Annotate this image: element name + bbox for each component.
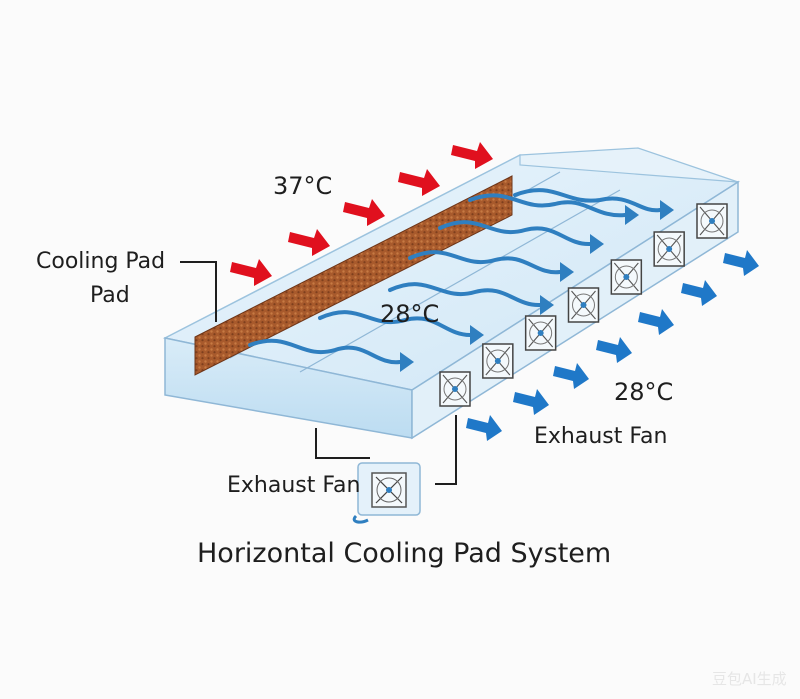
cooling-pad-label-line2: Pad: [90, 283, 130, 308]
airflow-arrowheads: [400, 200, 674, 372]
airflow-wave-icon: [318, 310, 472, 337]
airflow-wave-icon: [408, 250, 562, 275]
fan-icon: [567, 287, 600, 323]
exhaust-fan-label-bottom: Exhaust Fan: [227, 473, 360, 498]
inlet-temperature-label: 37°C: [273, 172, 332, 200]
housing-leader: [315, 428, 370, 459]
cool-air-arrow-icon: [466, 415, 502, 441]
cool-air-arrow-icon: [638, 309, 674, 335]
inside-temperature-label: 28°C: [380, 300, 439, 328]
exhaust-fan-unit: [352, 462, 421, 524]
airflow-wave-icon: [468, 193, 627, 218]
fan-leader: [435, 415, 457, 485]
cool-air-arrow-icon: [596, 337, 632, 363]
cooling-pad: [194, 175, 513, 376]
fan-icon: [375, 476, 403, 504]
hot-air-arrow-icon: [230, 259, 272, 286]
diagram-title: Horizontal Cooling Pad System: [197, 538, 611, 569]
cooling-pad-leader: [180, 261, 217, 322]
outlet-temperature-label: 28°C: [614, 378, 673, 406]
fan-icon: [439, 371, 471, 407]
fan-icon: [696, 203, 728, 239]
watermark: 豆包AI生成: [712, 670, 787, 688]
housing-inner-line: [299, 189, 621, 373]
fan-icon: [653, 231, 685, 267]
cool-air-arrow-icon: [513, 389, 549, 415]
cool-air-arrow-icon: [723, 250, 759, 276]
fan-icon: [482, 343, 514, 379]
hot-air-arrows: [230, 142, 493, 286]
hot-air-arrow-icon: [288, 229, 330, 256]
hot-air-arrow-icon: [343, 199, 385, 226]
exhaust-fan-label-right: Exhaust Fan: [534, 424, 667, 449]
fan-icon: [524, 315, 557, 351]
airflow-wave-icon: [248, 338, 402, 365]
hot-air-arrow-icon: [398, 169, 440, 196]
cool-air-arrows: [466, 250, 759, 441]
airflow-wave-icon: [513, 188, 662, 213]
fan-icon: [610, 259, 643, 295]
airflow-waves: [248, 188, 662, 365]
airflow-wave-icon: [438, 220, 592, 247]
airflow-wave-icon: [388, 282, 542, 308]
cooling-pad-label: Cooling Pad: [36, 249, 165, 274]
fan-row: [439, 203, 728, 407]
hot-air-arrow-icon: [451, 142, 493, 169]
cool-air-arrow-icon: [553, 363, 589, 389]
cool-air-arrow-icon: [681, 280, 717, 306]
